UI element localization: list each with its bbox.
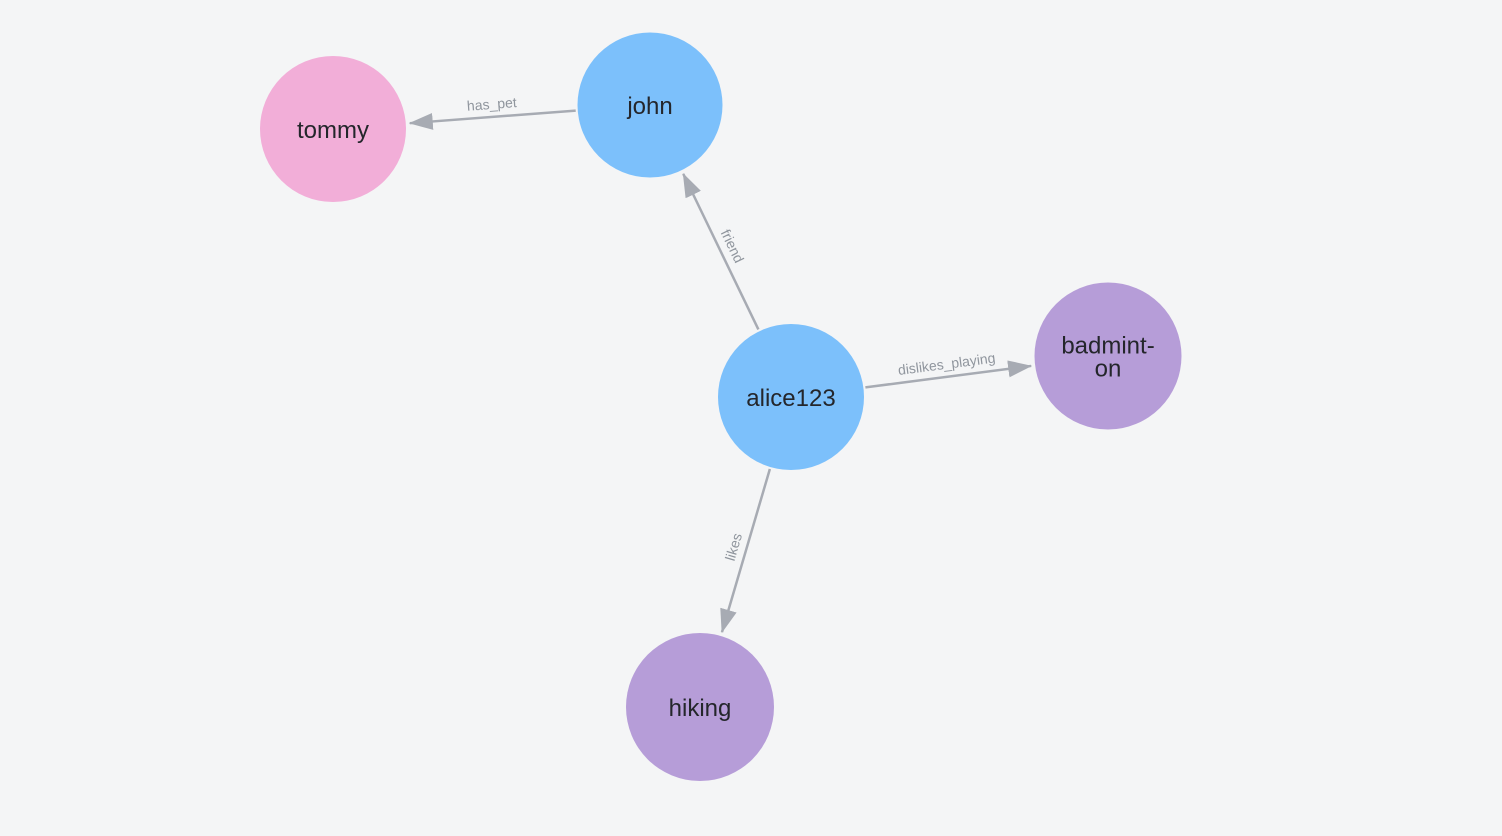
node-circle[interactable]: [260, 56, 406, 202]
relationship-type-label[interactable]: has_pet: [466, 94, 517, 114]
relationship-type-label[interactable]: likes: [722, 531, 745, 562]
node-circle[interactable]: [1034, 282, 1182, 430]
relationship-line[interactable]: [408, 109, 576, 130]
graph-node-john[interactable]: john: [577, 32, 723, 178]
nodes-layer: tommy john alice123 badmint-on hiking: [260, 32, 1182, 781]
graph-node-alice123[interactable]: alice123: [718, 324, 864, 470]
graph-node-hiking[interactable]: hiking: [626, 633, 774, 781]
relationship-type-label[interactable]: dislikes_playing: [897, 350, 996, 378]
node-caption: john: [626, 93, 672, 120]
node-caption: hiking: [669, 695, 732, 722]
relationship-type-label[interactable]: friend: [718, 227, 748, 266]
relationship-line[interactable]: [865, 360, 1033, 389]
node-circle[interactable]: [718, 324, 864, 470]
node-caption: tommy: [297, 117, 369, 144]
node-caption: alice123: [746, 385, 835, 412]
relationship-john-tommy[interactable]: has_pet: [408, 94, 576, 130]
graph-node-tommy[interactable]: tommy: [260, 56, 406, 202]
graph-node-badminton[interactable]: badmint-on: [1034, 282, 1182, 430]
relationship-alice123-john[interactable]: friend: [682, 172, 760, 331]
relationship-line[interactable]: [682, 172, 760, 331]
relationship-alice123-badminton[interactable]: dislikes_playing: [865, 350, 1033, 389]
node-circle[interactable]: [626, 633, 774, 781]
relationship-line[interactable]: [720, 468, 772, 634]
node-caption: badmint-on: [1061, 333, 1154, 383]
node-circle[interactable]: [577, 32, 723, 178]
relationship-alice123-hiking[interactable]: likes: [720, 468, 772, 634]
